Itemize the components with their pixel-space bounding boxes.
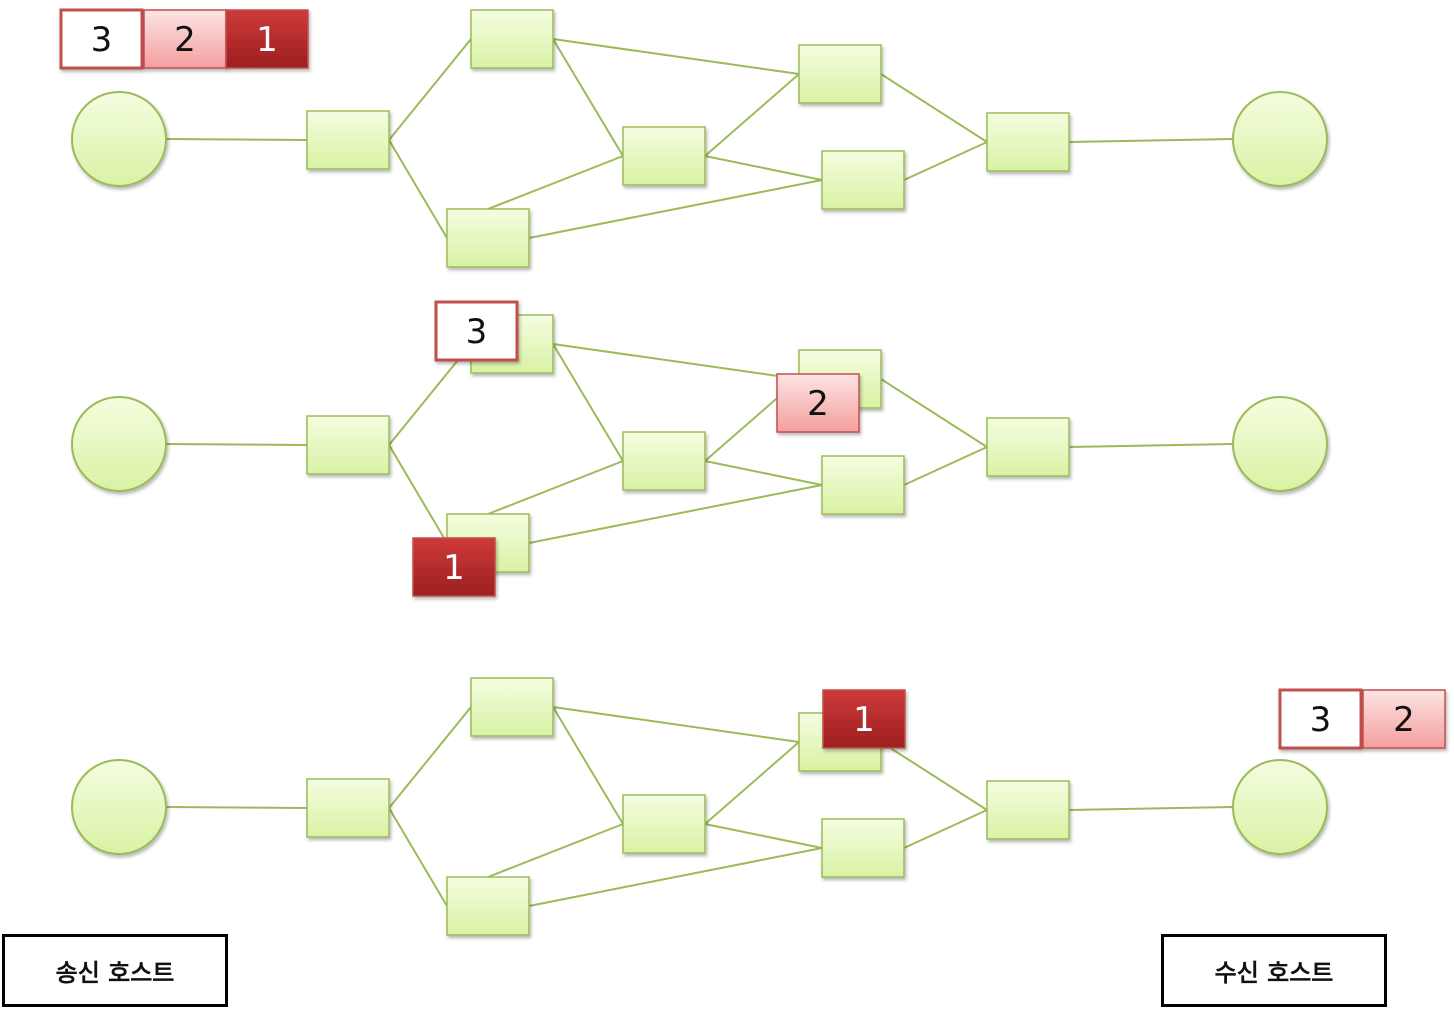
router-node [622,126,706,186]
router-node [986,417,1070,477]
packet-3-stage2: 3 [434,300,519,362]
packet-box [776,373,860,433]
packet-box [143,9,227,69]
packet-box [412,537,496,597]
packet-1-stage3: 1 [822,689,906,749]
receiver-host-label: 수신 호스트 [1161,934,1387,1007]
packet-number: 1 [443,548,465,588]
packet-number: 3 [466,312,488,352]
packet-number: 3 [1310,700,1332,740]
sender-host-label: 송신 호스트 [2,934,228,1007]
network-link [1068,443,1234,448]
packet-3-stage1: 3 [59,8,144,70]
packet-2-stage2: 2 [776,373,860,433]
sender-host-node [71,396,167,492]
router-node [306,110,390,170]
network-link [903,809,988,849]
router-node [986,780,1070,840]
network-link [880,741,988,811]
packet-1-stage1: 1 [225,9,309,69]
receiver-host-node [1232,396,1328,492]
receiver-host-node [1232,759,1328,855]
router-node [622,431,706,491]
packet-number: 3 [91,20,113,60]
network-link [704,460,823,486]
network-link [388,444,448,544]
router-node [798,44,882,104]
network-link [903,446,988,486]
network-link [528,179,823,239]
packet-box [59,8,144,70]
network-link [704,73,800,157]
network-link [388,706,472,809]
router-node [821,818,905,878]
router-node [986,112,1070,172]
router-node [622,794,706,854]
router-node [306,415,390,475]
packet-2-stage1: 2 [143,9,227,69]
network-link [388,807,448,907]
packet-box [1362,689,1446,749]
network-link [552,38,624,157]
network-link [880,378,988,448]
network-stage-1 [71,9,1328,268]
network-link [903,141,988,181]
network-link [388,38,472,141]
router-node [821,150,905,210]
router-node [821,455,905,515]
network-link [704,741,800,825]
network-link [528,847,823,907]
network-link [487,823,624,878]
network-link [880,73,988,143]
network-link [487,155,624,210]
packet-number: 2 [1393,700,1415,740]
network-link [704,823,823,849]
network-link [552,38,800,75]
sender-host-node [71,759,167,855]
receiver-host-node [1232,91,1328,187]
packet-box [225,9,309,69]
network-link [388,139,448,239]
packet-box [1278,688,1363,750]
network-link [165,806,308,809]
network-link [528,484,823,544]
network-link [552,343,800,380]
router-node [446,876,530,936]
packet-1-stage2: 1 [412,537,496,597]
network-link [552,706,800,743]
network-link [552,343,624,462]
network-stage-2 [71,314,1328,573]
packet-number: 1 [256,20,278,60]
network-link [487,460,624,515]
packet-number: 2 [807,384,829,424]
packet-box [822,689,906,749]
packet-number: 2 [174,20,196,60]
network-link [1068,138,1234,143]
packet-3-stage3: 3 [1278,688,1363,750]
network-link [704,155,823,181]
network-link [552,706,624,825]
packet-2-stage3: 2 [1362,689,1446,749]
router-node [306,778,390,838]
network-link [165,443,308,446]
network-link [165,138,308,141]
router-node [470,677,554,737]
network-link [1068,806,1234,811]
router-node [446,208,530,268]
sender-host-node [71,91,167,187]
packet-number: 1 [853,700,875,740]
router-node [470,9,554,69]
network-stage-3 [71,677,1328,936]
packet-box [434,300,519,362]
